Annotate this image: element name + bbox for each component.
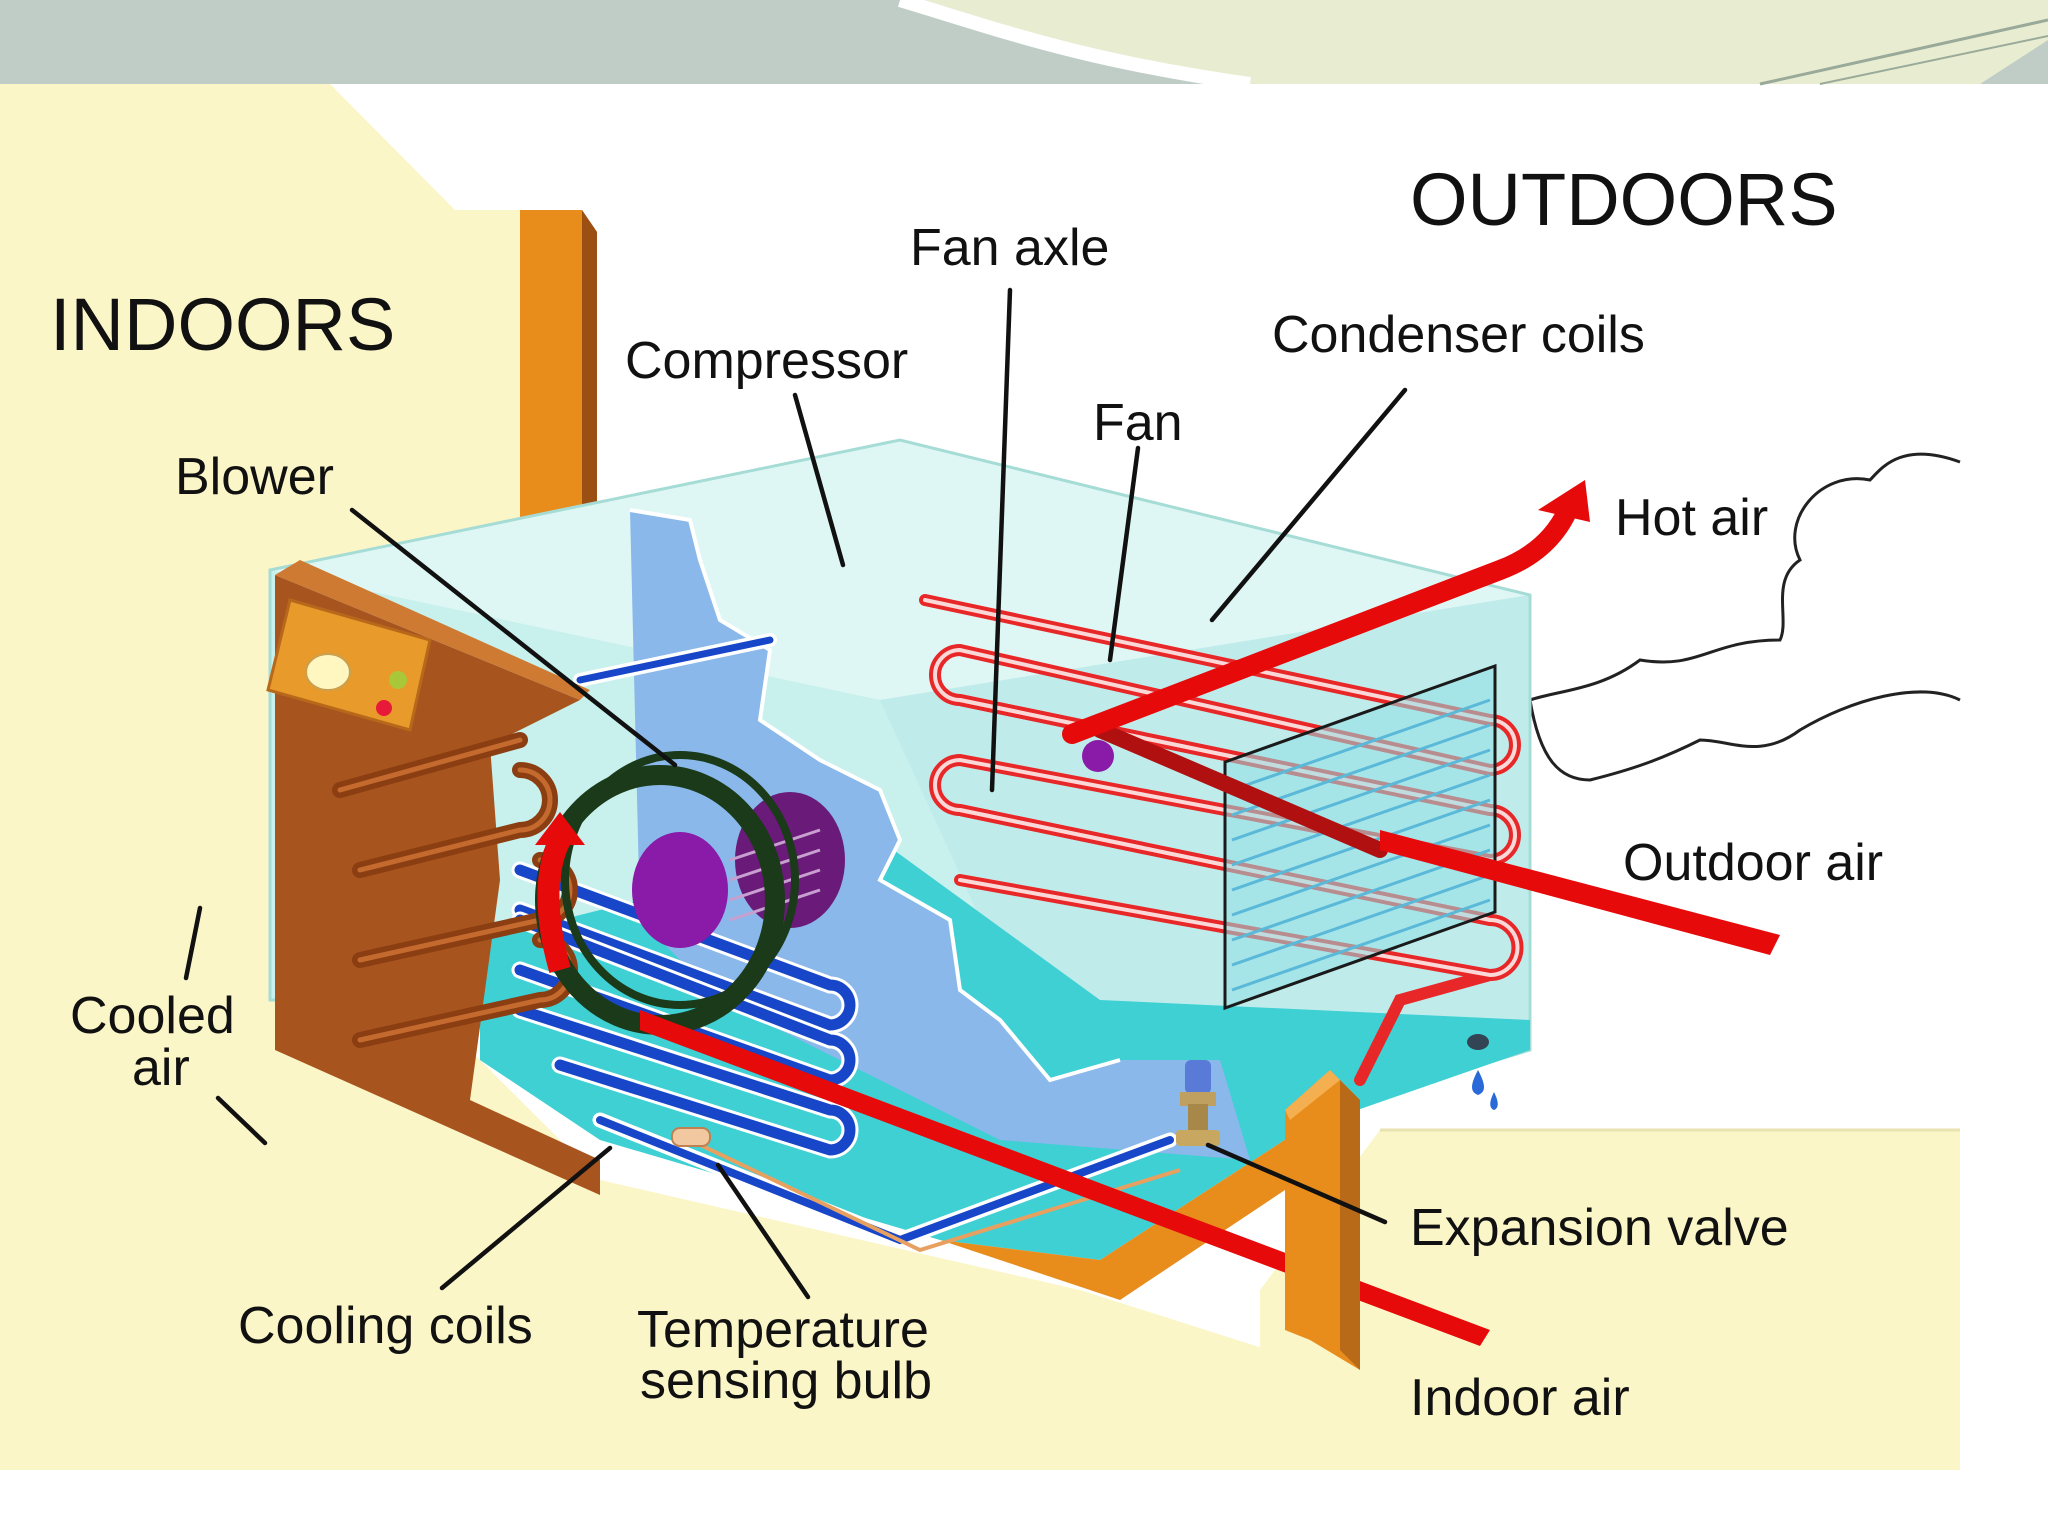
- label-temp-bulb-line2: sensing bulb: [640, 1352, 932, 1410]
- leader-cooled-air-lower: [215, 1095, 268, 1146]
- leader-temp-bulb: [715, 1162, 811, 1300]
- compressor-housing: [629, 508, 1250, 1160]
- leader-condenser-coils: [1209, 387, 1408, 623]
- label-compressor: Compressor: [625, 332, 908, 390]
- label-cooled-air-line1: Cooled: [70, 987, 235, 1045]
- label-condenser-coils: Condenser coils: [1272, 306, 1645, 364]
- indoor-air-arrow: [640, 1010, 1490, 1346]
- label-blower: Blower: [175, 448, 334, 506]
- leader-cooling-coils: [439, 1145, 613, 1291]
- label-expansion-valve: Expansion valve: [1410, 1199, 1789, 1257]
- outdoors-heading: OUTDOORS: [1410, 158, 1838, 241]
- indoor-background: [0, 84, 1960, 1470]
- fan-axle: [1082, 722, 1388, 858]
- leader-expansion-valve: [1205, 1142, 1388, 1225]
- leader-cooled-air-upper: [183, 905, 203, 981]
- label-fan-axle: Fan axle: [910, 219, 1109, 277]
- leader-fan: [1107, 445, 1141, 663]
- leader-compressor: [792, 392, 846, 568]
- label-hot-air: Hot air: [1615, 489, 1768, 547]
- indoors-heading: INDOORS: [50, 283, 395, 366]
- leader-fan-axle: [989, 287, 1013, 793]
- water-drip: [1467, 1034, 1498, 1110]
- label-cooled-air-line2: air: [132, 1039, 190, 1097]
- wall-post-lower: [1285, 1070, 1360, 1370]
- label-fan: Fan: [1093, 394, 1183, 452]
- wall-post-upper: [520, 210, 597, 526]
- cloud-outline: [1528, 452, 1961, 782]
- label-temp-bulb-line1: Temperature: [637, 1301, 929, 1359]
- slide-header-banner: [0, 0, 2048, 91]
- label-outdoor-air: Outdoor air: [1623, 834, 1883, 892]
- outdoor-air-arrow: [1380, 830, 1780, 955]
- leader-lines: [183, 287, 1408, 1300]
- label-indoor-air: Indoor air: [1410, 1369, 1630, 1427]
- label-cooling-coils: Cooling coils: [238, 1297, 533, 1355]
- hot-air-arrow: [1062, 480, 1590, 744]
- expansion-valve: [1176, 1060, 1220, 1146]
- leader-blower: [349, 507, 678, 768]
